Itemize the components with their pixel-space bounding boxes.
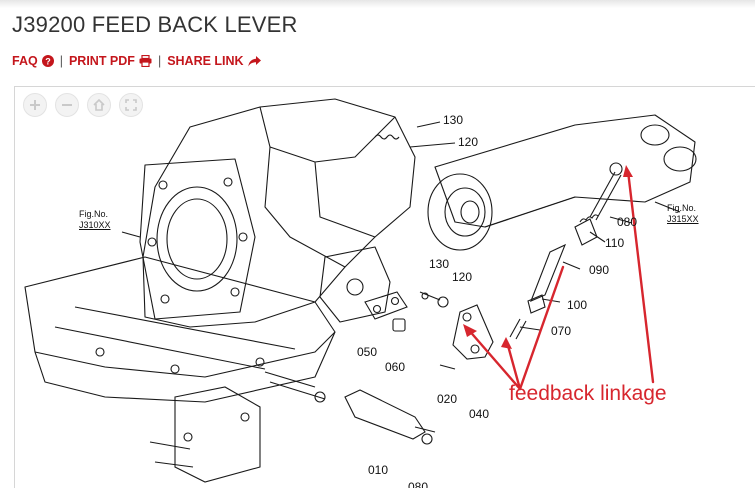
part-label-050[interactable]: 050 [357,345,378,359]
part-label-100[interactable]: 100 [567,298,588,312]
share-arrow-icon [247,55,261,66]
part-label-060[interactable]: 060 [385,360,406,374]
zoom-in-button[interactable] [23,93,47,117]
zoom-out-icon [62,104,72,106]
page-actions: FAQ ? | PRINT PDF | SHARE LINK [12,54,261,68]
zoom-in-icon [30,100,40,110]
home-button[interactable] [87,93,111,117]
parts-diagram [24,98,697,483]
print-icon [139,55,152,67]
part-label-020[interactable]: 020 [437,392,458,406]
part-label-010[interactable]: 010 [368,463,389,477]
print-pdf-label: PRINT PDF [68,54,135,68]
fullscreen-icon [125,99,137,111]
svg-text:?: ? [45,56,51,66]
part-label-110[interactable]: 110 [605,236,625,250]
link-separator: | [59,54,63,68]
part-label-080-top[interactable]: 080 [617,215,638,229]
fig-ref-right-title: Fig.No. [667,203,697,213]
share-link-label: SHARE LINK [167,54,244,68]
fig-ref-left-title: Fig.No. [79,209,109,219]
part-label-120-mid[interactable]: 120 [452,270,473,284]
fig-ref-left: Fig.No. J310XX [79,209,111,231]
diagram-viewer[interactable]: Fig.No. J310XX Fig.No. J315XX 130 120 13… [14,86,755,488]
part-label-040[interactable]: 040 [469,407,490,421]
print-pdf-link[interactable]: PRINT PDF [69,54,152,68]
part-label-090[interactable]: 090 [589,263,610,277]
page-title: J39200 FEED BACK LEVER [12,12,298,37]
fullscreen-button[interactable] [119,93,143,117]
part-label-120-top[interactable]: 120 [458,135,479,149]
faq-link-label: FAQ [12,54,38,68]
feedback-linkage-annotation: feedback linkage [509,382,667,405]
fig-ref-left-code: J310XX [79,220,111,230]
fig-ref-right: Fig.No. J315XX [667,203,699,225]
top-shadow-bar [0,0,755,8]
fig-ref-right-code: J315XX [667,214,699,224]
part-label-130-top[interactable]: 130 [443,113,464,127]
zoom-out-button[interactable] [55,93,79,117]
part-label-080-bottom[interactable]: 080 [408,480,429,488]
faq-link[interactable]: FAQ ? [12,54,54,68]
question-circle-icon: ? [41,55,54,67]
home-icon [93,99,105,111]
part-label-070[interactable]: 070 [551,324,572,338]
share-link[interactable]: SHARE LINK [167,54,261,68]
link-separator: | [157,54,162,68]
part-label-130-mid[interactable]: 130 [429,257,450,271]
